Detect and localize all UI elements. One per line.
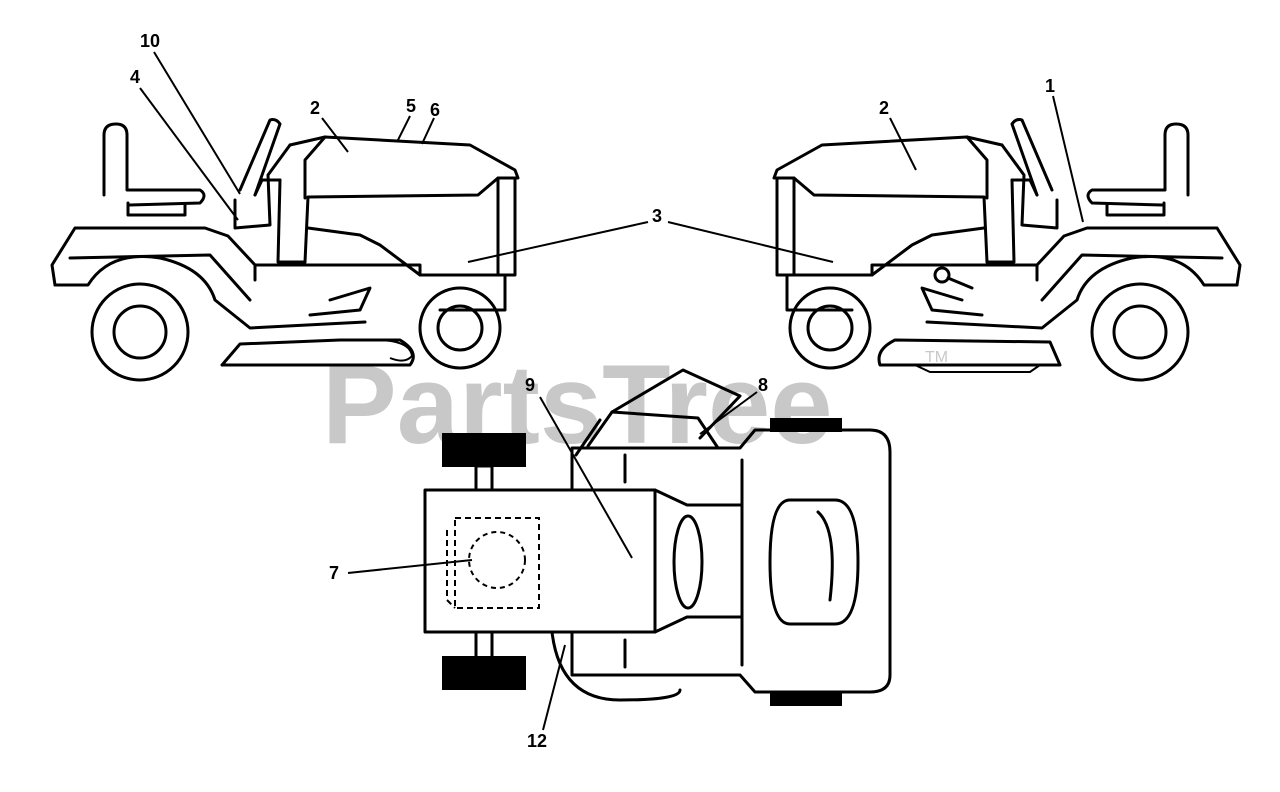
callout-2-left: 2 xyxy=(310,98,320,118)
tractor-left-side-view xyxy=(50,118,520,382)
callout-2-right: 2 xyxy=(879,98,889,118)
callout-labels: 10 4 2 5 6 2 1 3 9 8 7 12 xyxy=(130,31,1055,751)
callout-6: 6 xyxy=(430,100,440,120)
callout-leaders xyxy=(139,51,1084,731)
tractor-right-side-view xyxy=(772,118,1242,382)
callout-9: 9 xyxy=(525,375,535,395)
callout-3: 3 xyxy=(652,206,662,226)
watermark-trademark: TM xyxy=(925,349,948,366)
callout-1: 1 xyxy=(1045,76,1055,96)
callout-7: 7 xyxy=(329,563,339,583)
watermark-text: PartsTree xyxy=(322,342,833,467)
tractor-top-view xyxy=(423,368,892,706)
callout-12: 12 xyxy=(527,731,547,751)
callout-10: 10 xyxy=(140,31,160,51)
callout-8: 8 xyxy=(758,375,768,395)
callout-5: 5 xyxy=(406,96,416,116)
callout-4: 4 xyxy=(130,67,140,87)
